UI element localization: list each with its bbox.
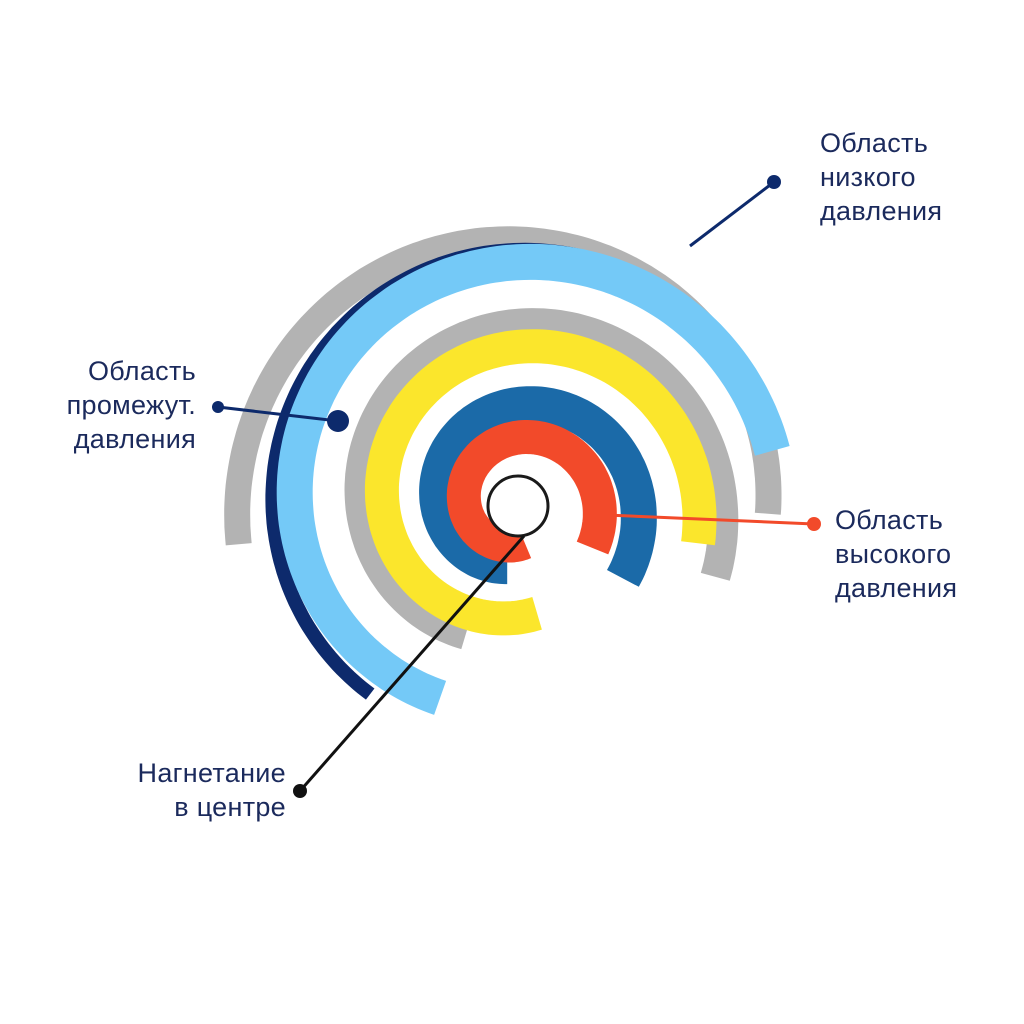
label-high-line-3: давления <box>835 573 958 603</box>
leader-low-dot-1 <box>767 175 781 189</box>
leader-mid-dot-2 <box>327 410 349 432</box>
label-high-pressure: Область высокого давления <box>835 503 957 605</box>
label-low-line-3: давления <box>820 196 943 226</box>
leader-lines <box>212 175 821 798</box>
center-discharge-port <box>486 474 550 538</box>
leader-high-line <box>605 513 815 526</box>
blue-band <box>419 386 657 587</box>
label-center-line-2: в центре <box>174 792 286 822</box>
label-mid-pressure: Область промежут. давления <box>40 354 196 456</box>
label-mid-line-1: Область <box>87 356 196 386</box>
leader-mid-dot-1 <box>212 401 224 413</box>
yellow-band <box>364 329 717 636</box>
leader-center-line <box>298 535 526 792</box>
label-high-line-2: высокого <box>835 539 952 569</box>
label-mid-line-3: давления <box>73 424 196 454</box>
label-low-line-2: низкого <box>820 162 916 192</box>
leader-high-dot-1 <box>807 517 821 531</box>
light-blue-band <box>276 243 790 715</box>
label-center-discharge: Нагнетание в центре <box>96 756 286 824</box>
leader-mid-line <box>217 405 339 423</box>
label-low-line-1: Область <box>820 128 929 158</box>
red-band <box>446 420 617 563</box>
label-high-line-1: Область <box>835 505 944 535</box>
label-mid-line-2: промежут. <box>66 390 196 420</box>
label-center-line-1: Нагнетание <box>137 758 286 788</box>
leader-center-dot-1 <box>293 784 307 798</box>
grey-band <box>344 308 739 650</box>
spiral-bands <box>224 226 790 715</box>
leader-low-line <box>689 180 775 248</box>
label-low-pressure: Область низкого давления <box>820 126 942 228</box>
